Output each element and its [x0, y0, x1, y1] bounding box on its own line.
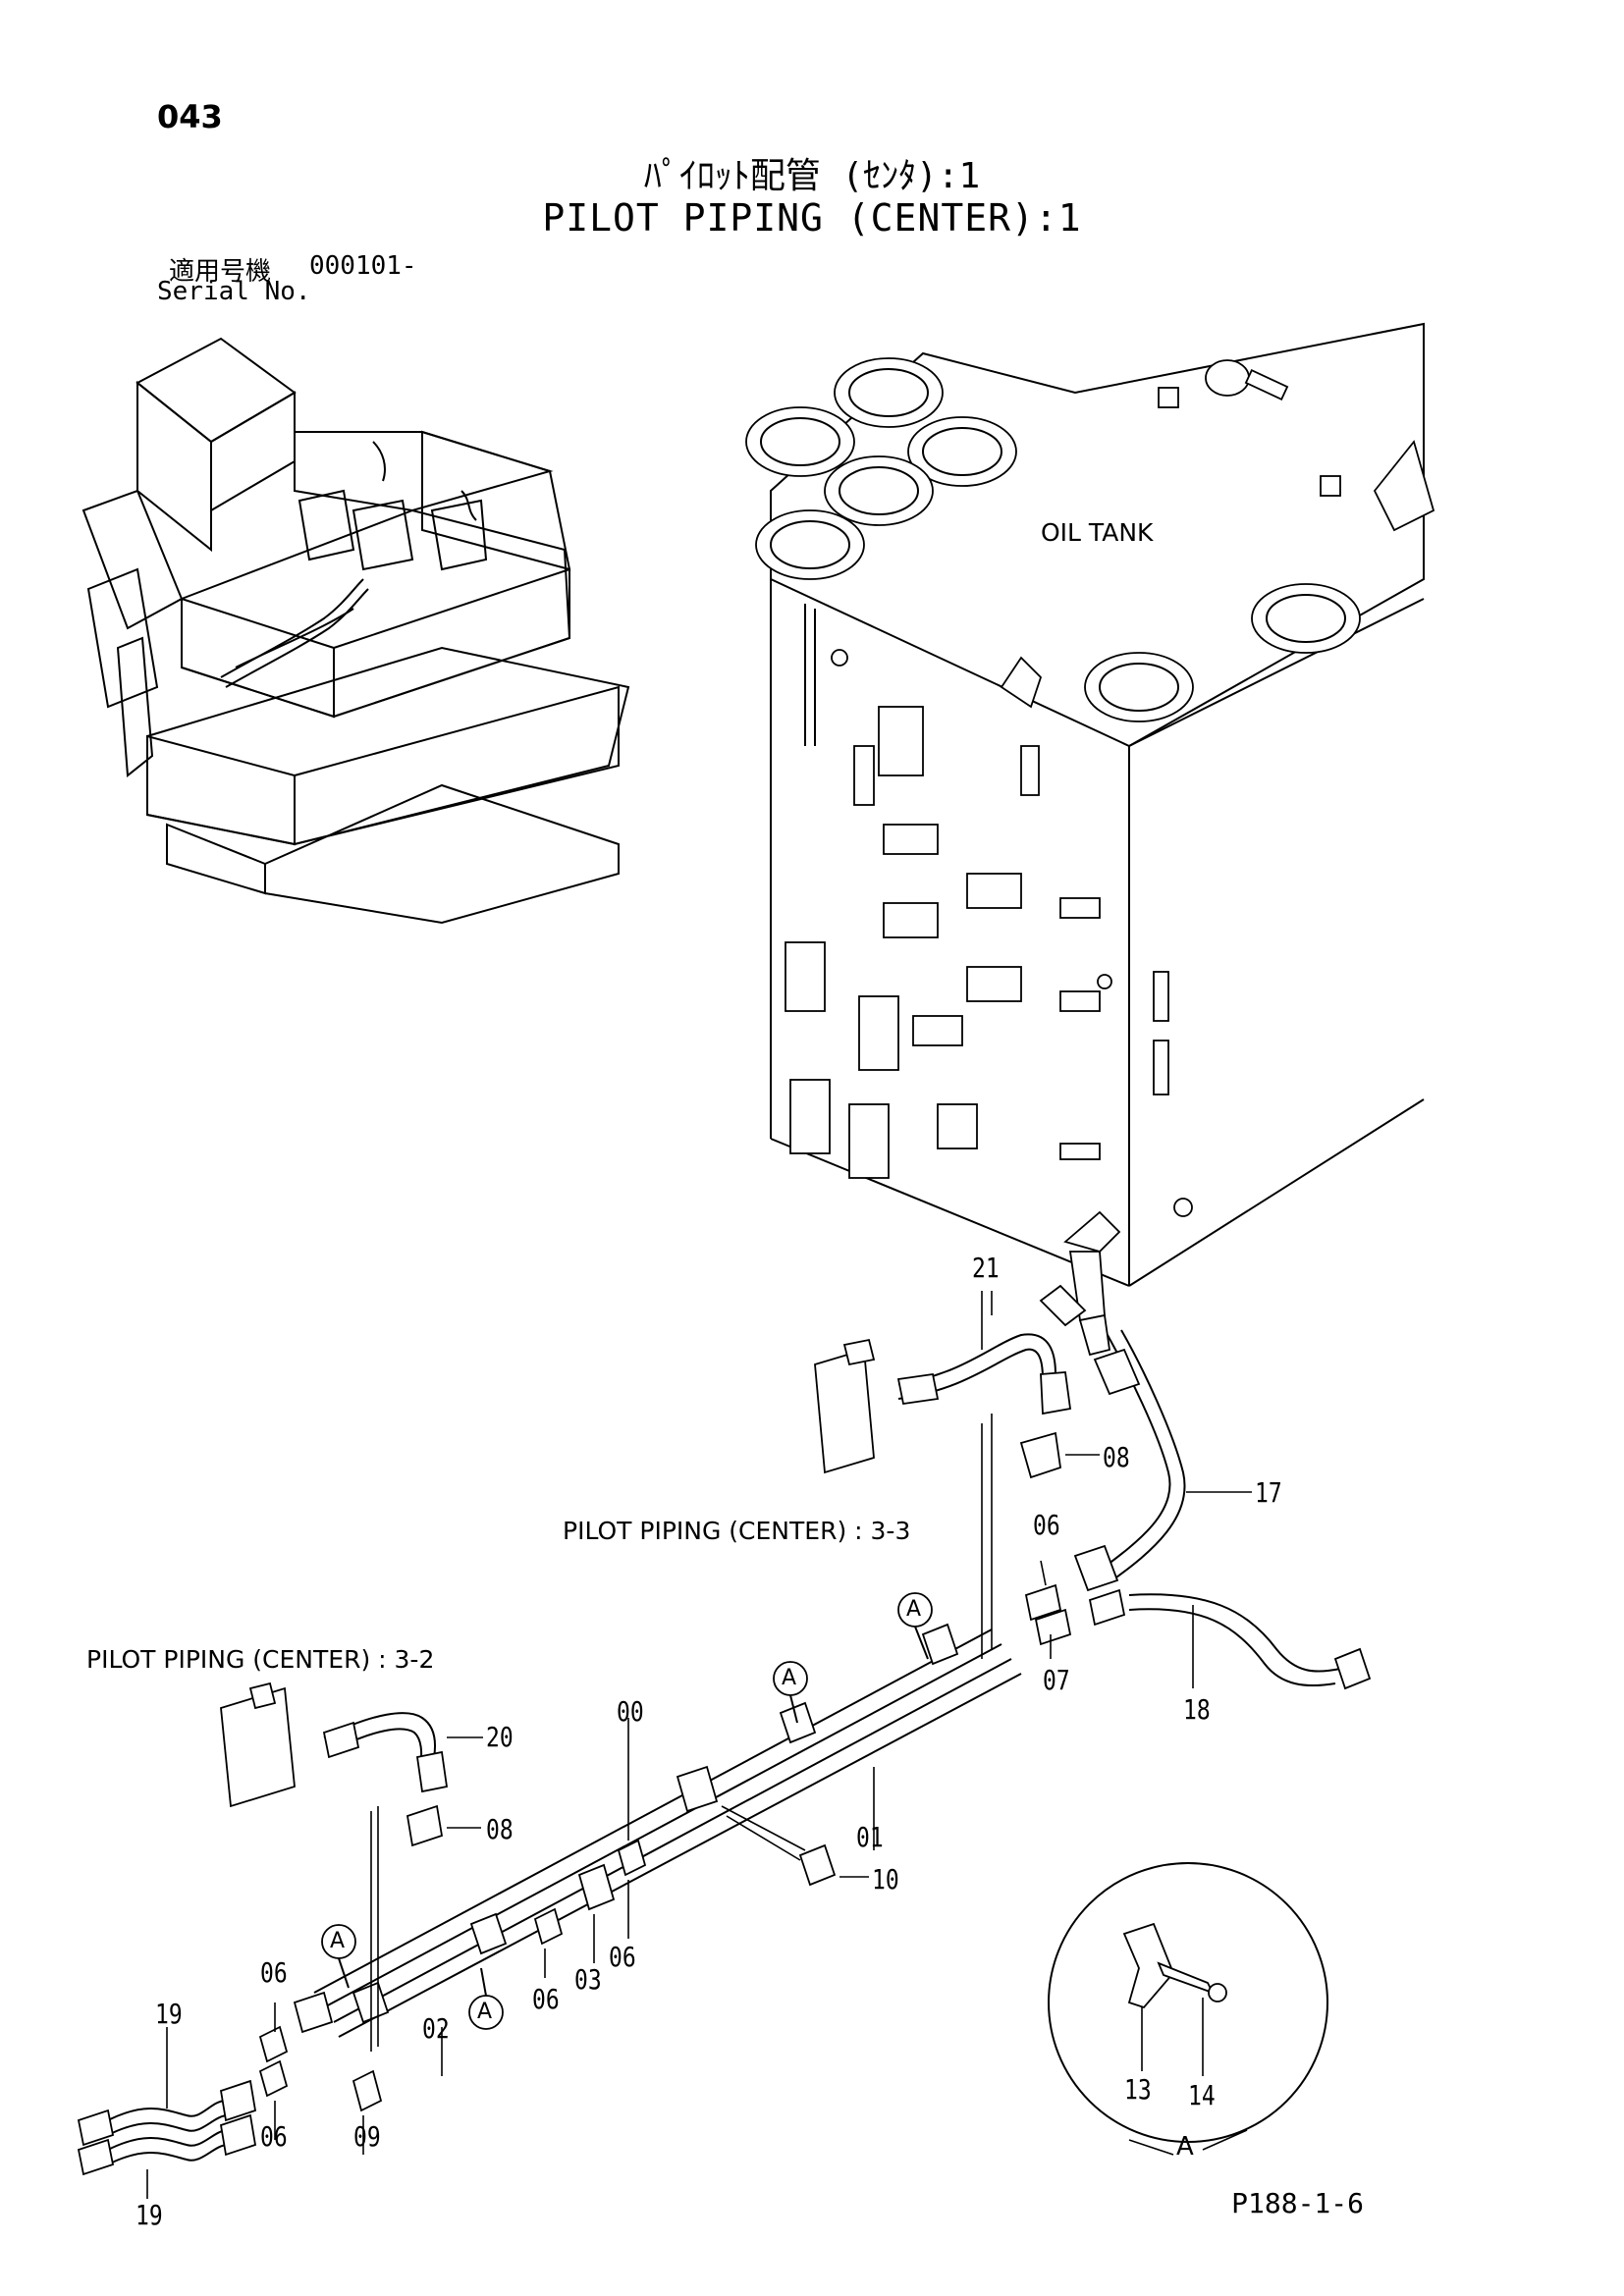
reference-pilot-piping-3-3: PILOT PIPING (CENTER) : 3-3 — [563, 1517, 911, 1545]
callout-06-lower-bottom: 06 — [260, 2120, 288, 2153]
oil-tank-label: OIL TANK — [1041, 518, 1154, 547]
callout-06-upper: 06 — [1033, 1509, 1060, 1541]
footer-page-code: P188-1-6 — [1231, 2187, 1364, 2219]
callout-20: 20 — [486, 1721, 514, 1753]
fitting-10 — [721, 1805, 869, 1887]
hose-21-assembly — [814, 1291, 1072, 1474]
machine-overview-illustration — [81, 337, 630, 925]
hose-20-assembly — [220, 1682, 483, 1808]
callout-08-upper: 08 — [1103, 1441, 1130, 1473]
serial-value: 000101- — [309, 251, 417, 281]
hose-19-assembly — [77, 1991, 443, 2199]
callout-19-top: 19 — [155, 1998, 183, 2030]
section-marker-a: A — [330, 1929, 346, 1953]
callout-06-mid-left: 06 — [532, 1983, 560, 2015]
callout-02: 02 — [422, 2012, 450, 2045]
callout-09: 09 — [353, 2120, 381, 2153]
callout-08-lower: 08 — [486, 1813, 514, 1845]
fitting-08-lower — [370, 1804, 481, 2052]
callout-13: 13 — [1124, 2073, 1152, 2106]
detail-a-view — [1048, 1862, 1328, 2156]
serial-label: Serial No. — [157, 277, 311, 306]
page-number: 043 — [157, 98, 223, 135]
fitting-03-06 — [533, 1839, 647, 1978]
hose-17-assembly — [1039, 1210, 1252, 1592]
fitting-08-upper — [1019, 1431, 1100, 1479]
section-marker-a: A — [477, 2000, 493, 2024]
callout-01: 01 — [856, 1821, 884, 1853]
callout-03: 03 — [574, 1963, 602, 1996]
callout-00: 00 — [617, 1695, 644, 1728]
callout-17: 17 — [1255, 1476, 1282, 1509]
page-title-japanese: ﾊﾟｲﾛｯﾄ配管 (ｾﾝﾀ):1 — [643, 156, 981, 196]
oil-tank-illustration — [745, 322, 1435, 1287]
callout-18: 18 — [1183, 1693, 1211, 1726]
page-title: PILOT PIPING (CENTER):1 — [542, 196, 1082, 240]
section-marker-a: A — [782, 1666, 797, 1690]
section-marker-group — [321, 1592, 933, 2030]
pilot-pipes-main — [313, 1414, 1022, 2038]
callout-19-bottom: 19 — [135, 2199, 163, 2231]
reference-pilot-piping-3-2: PILOT PIPING (CENTER) : 3-2 — [86, 1645, 435, 1674]
callout-14: 14 — [1188, 2079, 1216, 2111]
serial-label-japanese: 適用号機 — [169, 257, 272, 287]
section-marker-a: A — [906, 1597, 922, 1622]
callout-06-mid-right: 06 — [609, 1941, 636, 1973]
callout-10: 10 — [872, 1863, 899, 1896]
callout-06-lower-top: 06 — [260, 1956, 288, 1989]
detail-a-label: A — [1176, 2132, 1194, 2162]
callout-07: 07 — [1043, 1664, 1070, 1696]
callout-21: 21 — [972, 1252, 1000, 1284]
hose-18-assembly — [1024, 1560, 1372, 1690]
